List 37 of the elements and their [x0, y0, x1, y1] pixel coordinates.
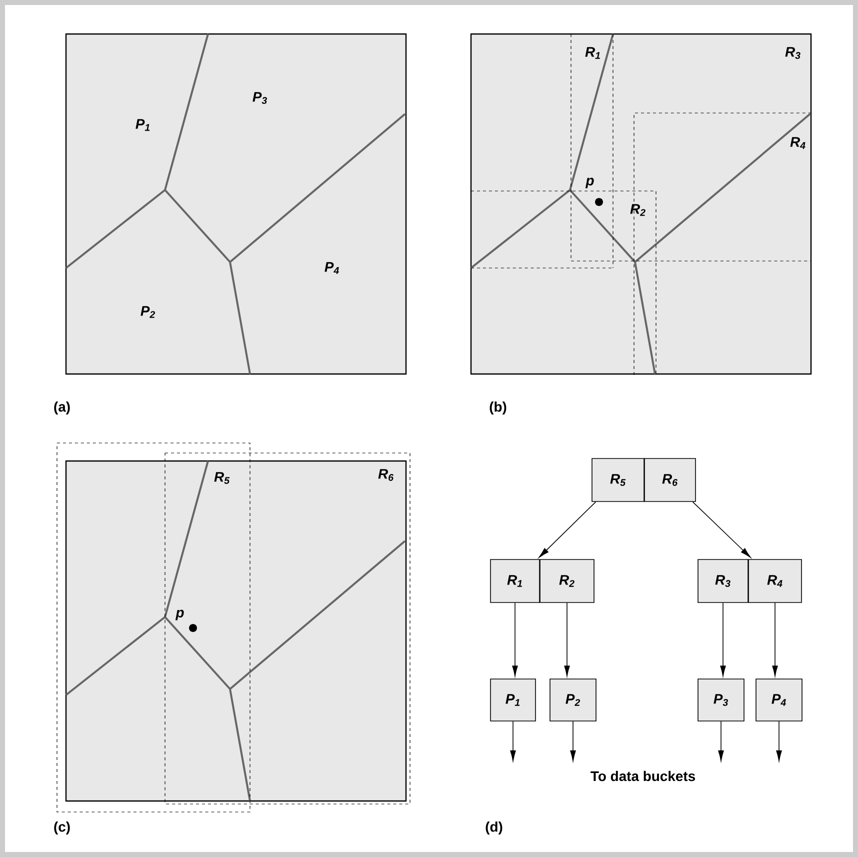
region-label: P$_{3}$: [252, 92, 268, 104]
region-label: P$_{1}$: [136, 119, 150, 131]
arrow: [512, 602, 518, 676]
index-cell: R$_{6}$: [644, 458, 696, 502]
arrow: [772, 602, 778, 676]
panel-label: (c): [54, 822, 70, 834]
region-label: R$_{3}$: [785, 47, 800, 59]
arrow: [510, 721, 516, 762]
index-cell: R$_{2}$: [540, 559, 594, 603]
arrow: [692, 502, 751, 558]
point-label: p: [175, 610, 184, 620]
index-cell: R$_{1}$: [490, 559, 540, 603]
panel-label: (d): [486, 822, 502, 834]
region-label: P$_{4}$: [324, 262, 339, 274]
region-label: P$_{2}$: [140, 306, 156, 318]
arrow: [720, 602, 726, 676]
arrow: [776, 721, 782, 762]
arrow: [564, 602, 570, 676]
index-cell: R$_{4}$: [748, 559, 802, 603]
region-label: R$_{4}$: [790, 137, 806, 149]
arrow: [718, 721, 724, 762]
panel-label: (a): [54, 402, 70, 414]
region-label: R$_{5}$: [214, 472, 230, 484]
index-cell: P$_{1}$: [490, 678, 536, 722]
panel-label: (b): [490, 402, 506, 414]
index-cell: R$_{3}$: [698, 559, 748, 603]
arrow: [538, 502, 596, 558]
arrow: [570, 721, 576, 762]
caption-text: To data buckets: [590, 770, 695, 782]
index-cell: P$_{3}$: [698, 678, 744, 722]
index-cell: P$_{4}$: [756, 678, 802, 722]
region-label: R$_{6}$: [378, 469, 394, 481]
index-cell: P$_{2}$: [550, 678, 596, 722]
point-label: p: [585, 178, 594, 188]
index-cell: R$_{5}$: [592, 458, 644, 502]
region-label: R$_{2}$: [630, 204, 646, 216]
region-label: R$_{1}$: [585, 47, 600, 59]
